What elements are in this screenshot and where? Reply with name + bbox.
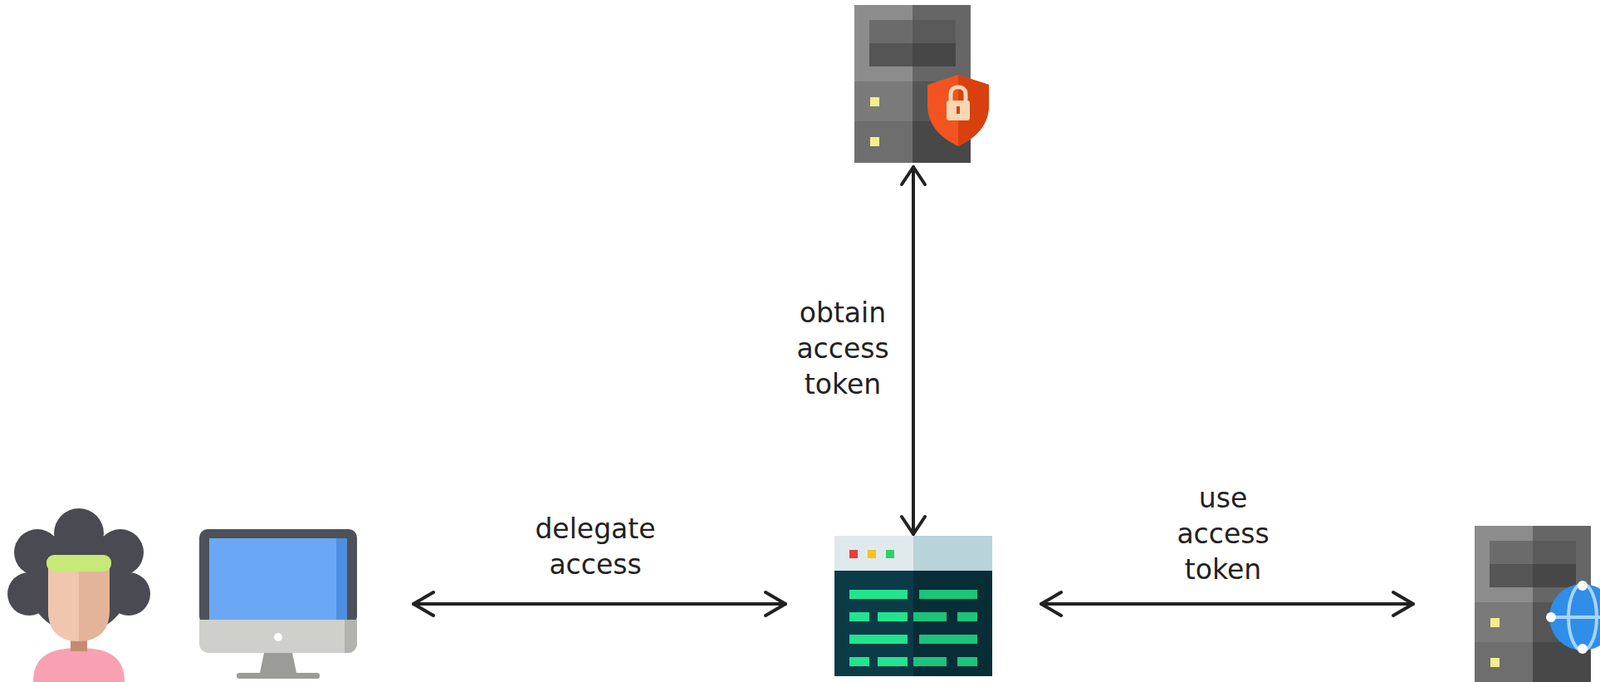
auth-server-icon (854, 4, 989, 163)
arrow-label: use access token (1173, 479, 1273, 588)
double-arrow (901, 166, 925, 534)
client-app-icon (834, 535, 993, 676)
resource-server-icon (1474, 525, 1600, 682)
double-arrow (413, 592, 786, 616)
arrow-label: obtain access token (792, 294, 892, 402)
double-arrow (1041, 592, 1414, 616)
computer-icon (199, 528, 358, 679)
user-icon (7, 508, 151, 682)
arrow-label: delegate access (531, 510, 659, 583)
